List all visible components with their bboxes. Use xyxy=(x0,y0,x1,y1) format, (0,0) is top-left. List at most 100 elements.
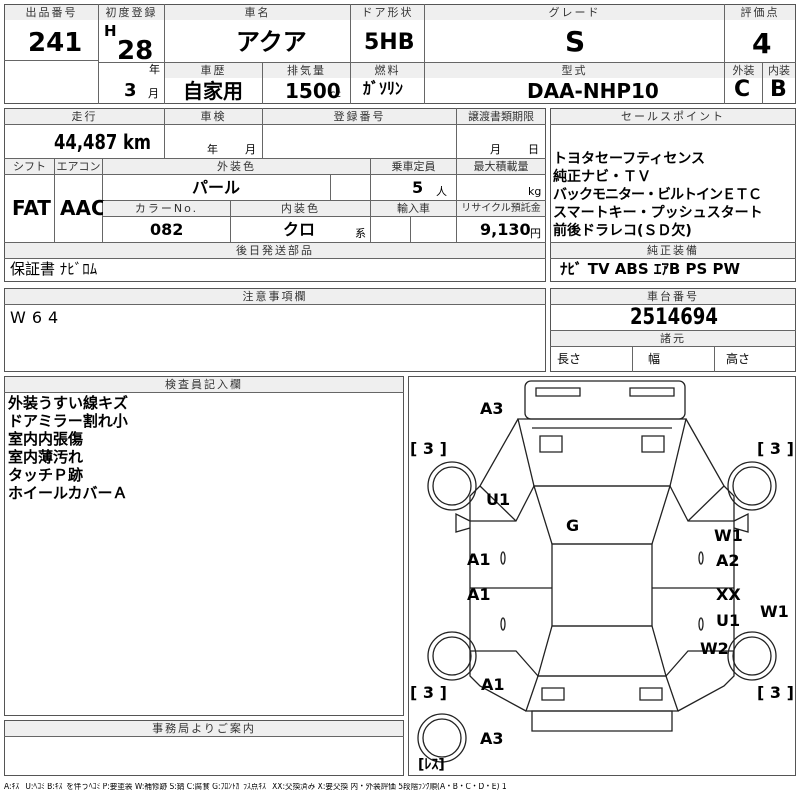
import-header: 輸入車 xyxy=(371,201,456,216)
model-header: 型式 xyxy=(425,63,724,78)
era: H xyxy=(104,22,117,40)
car-diagram xyxy=(408,376,796,776)
int-color-header: 内装色 xyxy=(231,201,370,216)
reg-month: 3 xyxy=(124,80,137,101)
car-name-header: 車名 xyxy=(165,5,350,20)
grade-header: グレード xyxy=(425,5,724,20)
exterior-header: 外装 xyxy=(725,63,762,78)
cc-unit: cc xyxy=(330,89,341,100)
mark-spare-tire: [ﾚｽ] xyxy=(418,757,445,773)
office-header: 事務局よりご案内 xyxy=(5,721,403,736)
grade: S xyxy=(565,25,586,58)
door-header: ドア形状 xyxy=(351,5,424,20)
sales-point-list: トヨタセーフティセンス 純正ナビ・ＴＶ バックモニター・ビルトインＥＴＣ スマー… xyxy=(553,150,795,240)
mark-tire-front-right: [ 3 ] xyxy=(757,439,794,458)
int-color-suffix: 系 xyxy=(355,227,366,240)
history-header: 車歴 xyxy=(165,63,262,78)
aircon-header: エアコン xyxy=(55,159,102,174)
car-diagram-box xyxy=(408,376,796,776)
mark-right-front-door: A2 xyxy=(716,551,740,570)
header-table xyxy=(4,4,796,104)
inspection-year-unit: 年 xyxy=(207,143,218,156)
transfer-month-unit: 月 xyxy=(490,143,501,156)
mark-left-rear-door: A1 xyxy=(467,585,491,604)
inspector-note: タッチＰ跡 xyxy=(8,466,84,484)
reg-no-header: 登録番号 xyxy=(263,109,456,124)
sales-point-item: 前後ドラレコ(ＳＤ欠) xyxy=(553,223,692,239)
std-equipment: ﾅﾋﾞ TV ABS ｴｱB PS PW xyxy=(560,260,741,278)
mark-right-rear-quarter: W2 xyxy=(700,639,729,658)
inspector-note: 室内内張傷 xyxy=(8,430,84,448)
chassis-header: 車台番号 xyxy=(551,289,795,304)
dim-height-label: 高さ xyxy=(726,352,751,366)
inspector-note: ドアミラー割れ小 xyxy=(8,412,128,430)
max-load-header: 最大積載量 xyxy=(457,159,545,174)
kg-unit: kg xyxy=(528,185,542,198)
mileage-header: 走行 xyxy=(5,109,164,124)
inspection-month-unit: 月 xyxy=(245,143,256,156)
later-parts-header: 後日発送部品 xyxy=(5,243,545,258)
mark-right-side: W1 xyxy=(760,602,789,621)
color-no: 082 xyxy=(150,220,184,239)
transfer-header: 譲渡書類期限 xyxy=(457,109,545,124)
inspector-note: ホイールカバーＡ xyxy=(8,484,128,502)
recycle-header: リサイクル預託金 xyxy=(457,201,545,216)
dims-header: 諸元 xyxy=(551,331,795,346)
color-no-header: カラーNo. xyxy=(103,201,230,216)
mark-front-bumper: A3 xyxy=(480,399,504,418)
notes-box xyxy=(4,288,546,372)
mark-right-rear-door: XX xyxy=(716,585,741,604)
inspector-box xyxy=(4,376,404,716)
sales-point-item: 純正ナビ・ＴＶ xyxy=(553,169,651,185)
fuel-header: 燃料 xyxy=(351,63,424,78)
spec-table xyxy=(4,108,546,282)
notes-header: 注意事項欄 xyxy=(5,289,545,304)
mark-tire-front-left: [ 3 ] xyxy=(410,439,447,458)
shift-header: シフト xyxy=(5,159,54,174)
sales-point-item: バックモニター・ビルトインＥＴＣ xyxy=(553,187,762,203)
aircon: AAC xyxy=(60,196,106,220)
shift: FAT xyxy=(12,196,51,220)
mark-right-fender: W1 xyxy=(714,526,743,545)
capacity-unit: 人 xyxy=(436,185,447,198)
mark-left-fender: U1 xyxy=(486,490,511,509)
inspection-header: 車検 xyxy=(165,109,262,124)
dim-length-label: 長さ xyxy=(557,352,582,366)
inspector-note: 室内薄汚れ xyxy=(8,448,84,466)
model: DAA-NHP10 xyxy=(527,79,659,103)
mark-tire-rear-right: [ 3 ] xyxy=(757,683,794,702)
car-name: アクア xyxy=(236,28,307,56)
sales-point-header: セールスポイント xyxy=(551,109,795,124)
mark-right-rear-door-2: U1 xyxy=(716,611,741,630)
transfer-day-unit: 日 xyxy=(528,143,539,156)
capacity-header: 乗車定員 xyxy=(371,159,456,174)
mark-rear-bumper: A3 xyxy=(480,729,504,748)
sales-point-box xyxy=(550,108,796,282)
ext-color: パール xyxy=(192,178,241,197)
legend: A:ｷｽﾞ U:ﾍｺﾐ B:ｷｽﾞを伴うﾍｺﾐ P:要塗装 W:補修跡 S:錆 … xyxy=(4,783,507,792)
score: 4 xyxy=(752,27,772,60)
mark-left-rear-quarter: A1 xyxy=(481,675,505,694)
inspector-note: 外装うすい線キズ xyxy=(8,394,129,412)
mark-left-front-door: A1 xyxy=(467,550,491,569)
inspector-notes-list: 外装うすい線キズ ドアミラー割れ小 室内内張傷 室内薄汚れ タッチＰ跡 ホイール… xyxy=(8,394,128,502)
interior-grade: B xyxy=(770,77,787,102)
notes: W64 xyxy=(10,308,65,327)
sales-point-item: スマートキー・プッシュスタート xyxy=(553,205,763,221)
first-reg-header: 初度登録 xyxy=(99,5,164,20)
mark-tire-rear-left: [ 3 ] xyxy=(410,683,447,702)
lot-no-header: 出品番号 xyxy=(5,5,98,20)
displacement: 1500 xyxy=(285,79,341,103)
dim-width-label: 幅 xyxy=(648,352,661,366)
recycle: 9,130 xyxy=(480,220,531,239)
ext-color-header: 外装色 xyxy=(103,159,370,174)
later-parts: 保証書 ﾅﾋﾞﾛﾑ xyxy=(10,260,98,278)
capacity: 5 xyxy=(412,178,424,197)
displacement-header: 排気量 xyxy=(263,63,350,78)
std-equipment-header: 純正装備 xyxy=(551,243,795,258)
fuel: ｶﾞｿﾘﾝ xyxy=(363,79,404,98)
year-unit: 年 xyxy=(149,63,160,76)
mileage: 44,487 km xyxy=(54,130,152,154)
int-color: クロ xyxy=(283,220,316,239)
month-unit: 月 xyxy=(148,87,159,100)
